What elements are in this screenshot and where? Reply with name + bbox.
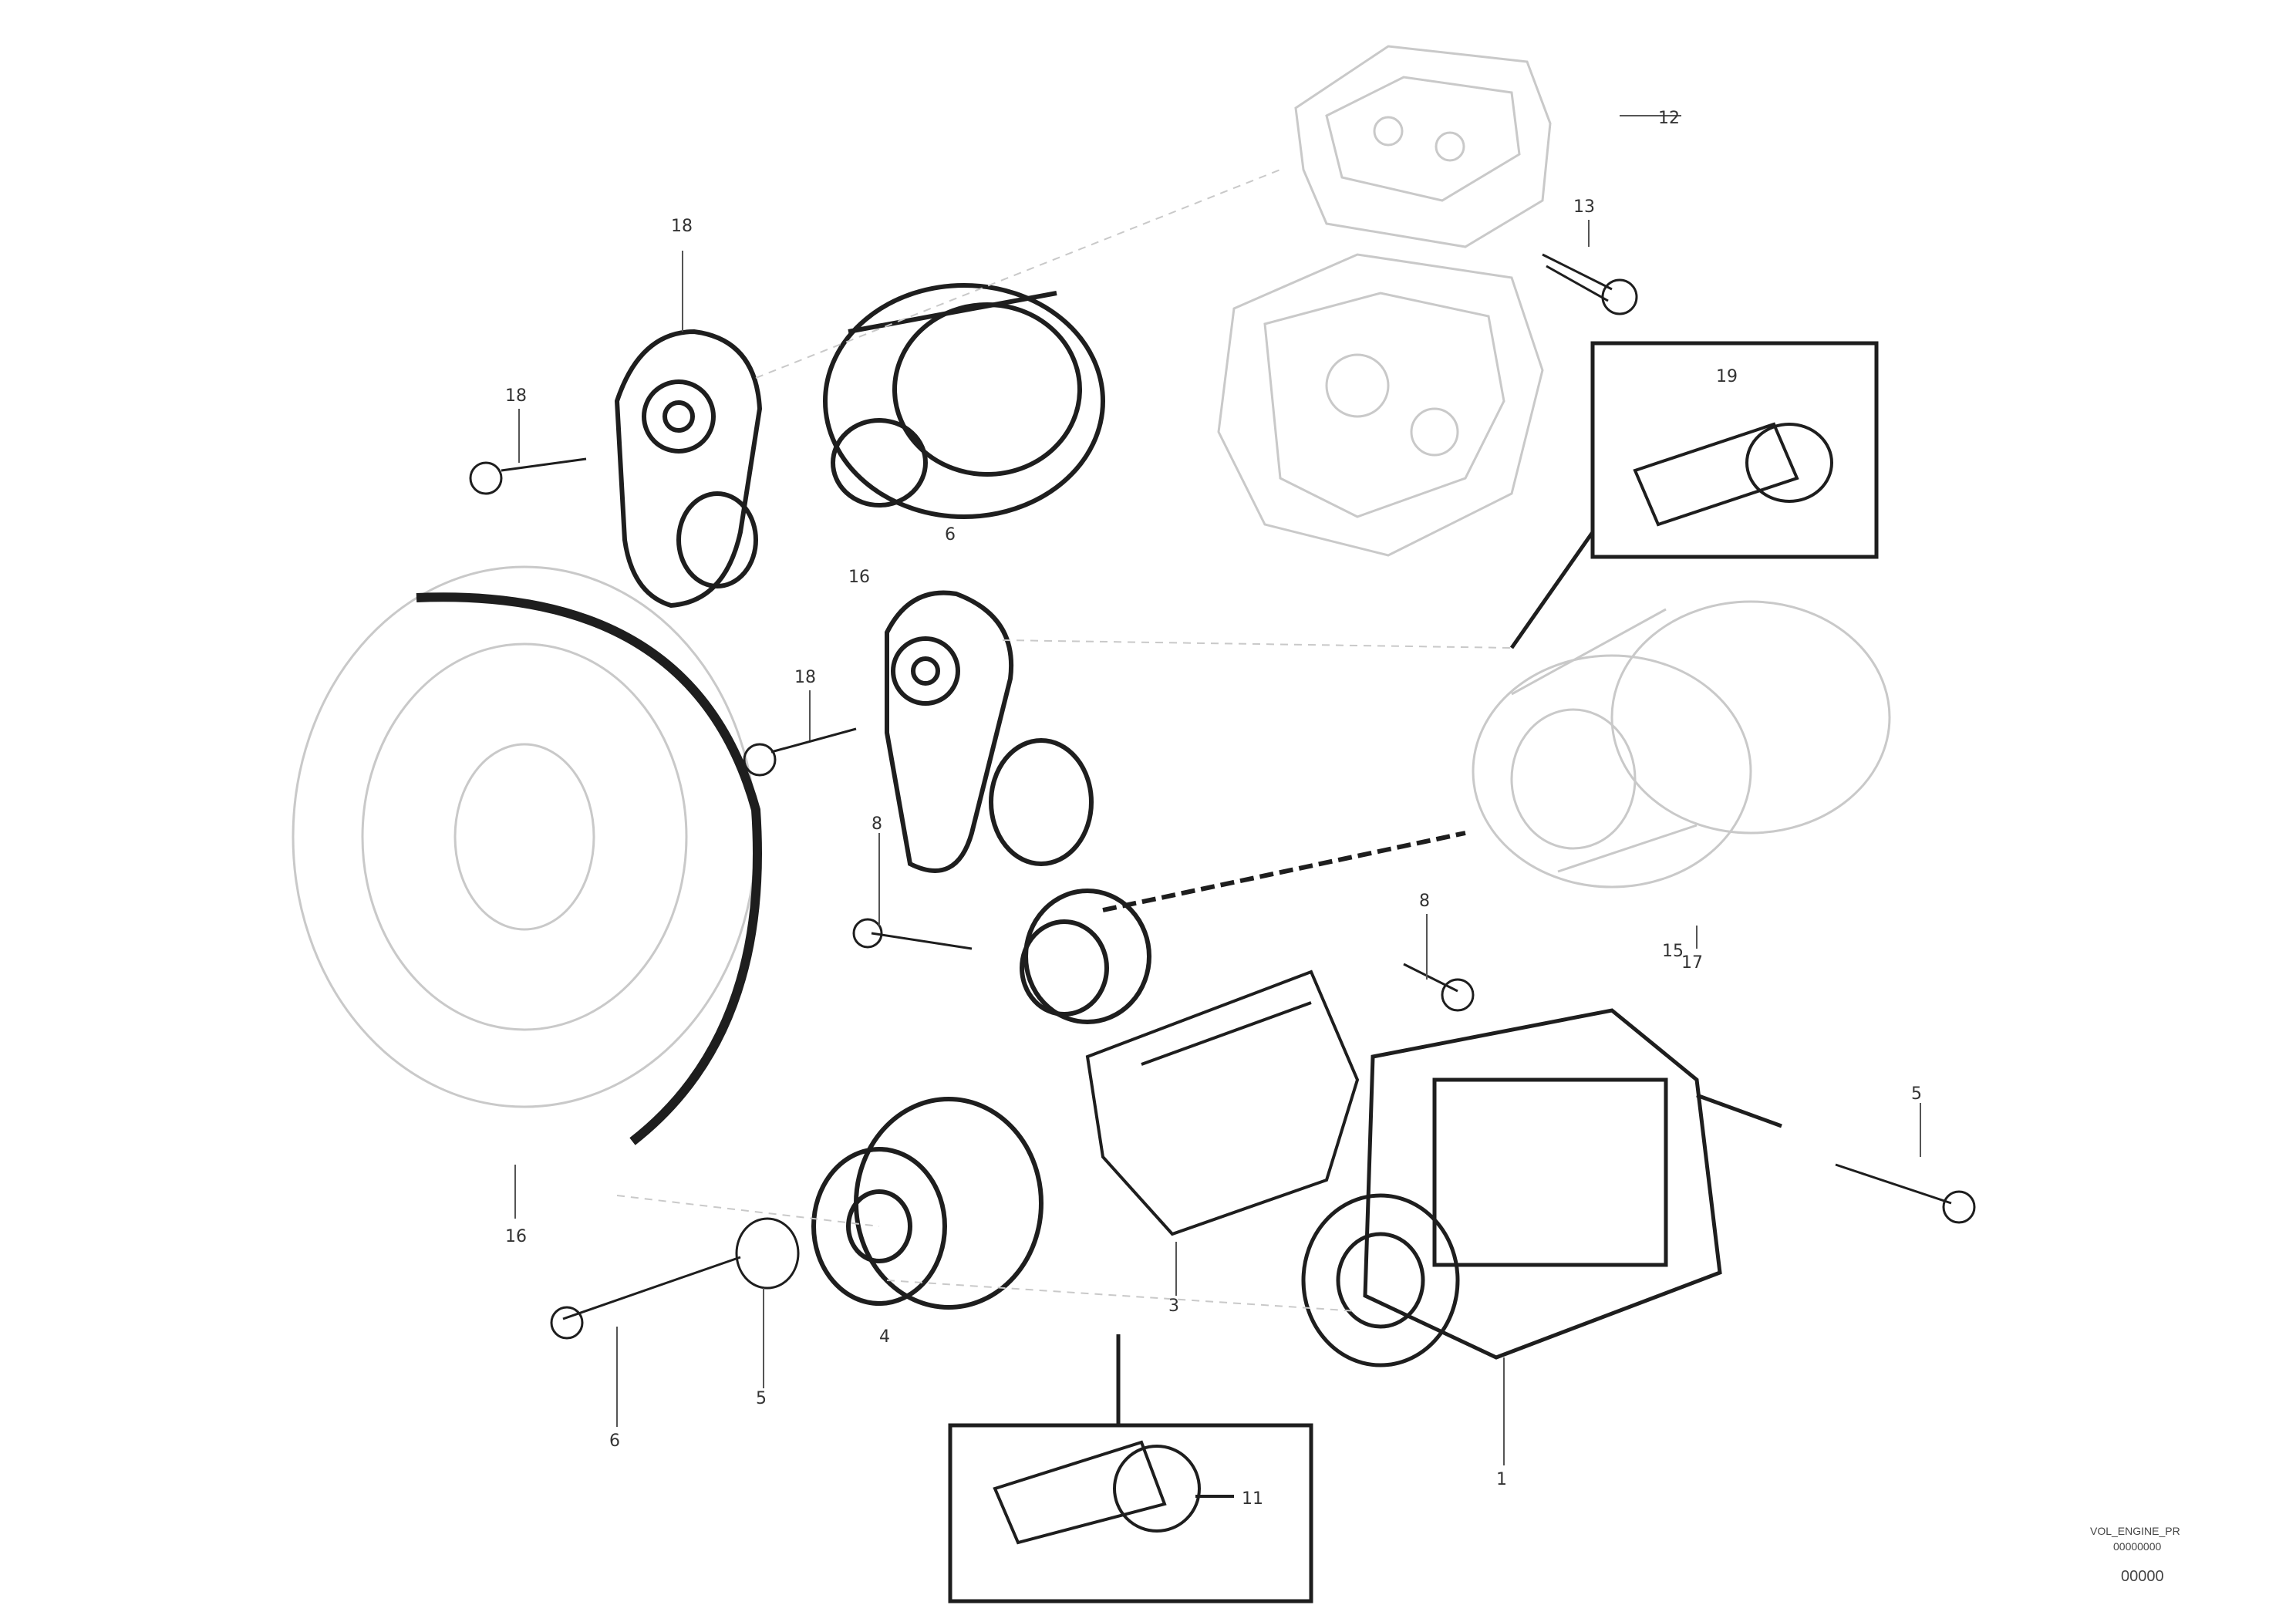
callout-19: 19 (1716, 367, 1738, 386)
callout-4: 4 (879, 1327, 890, 1347)
callout-5: 5 (756, 1389, 767, 1408)
engine-bracket-faded (1217, 45, 1552, 557)
callout-18-middle: 18 (794, 668, 816, 687)
alignment-lines (616, 169, 1512, 1312)
callout-17: 17 (1681, 953, 1703, 973)
callout-1: 1 (1496, 1470, 1507, 1489)
flywheel-rim (416, 592, 762, 1145)
callout-3: 3 (1168, 1297, 1179, 1316)
callout-11: 11 (1242, 1489, 1263, 1509)
idler-pulley-8 (1020, 889, 1151, 1024)
callout-16-upper: 16 (848, 568, 870, 587)
callout-6-upper: 6 (945, 525, 956, 545)
inset-box-belt-lower (948, 1423, 1313, 1603)
drawing-ref-number: 00000 (2121, 1568, 2164, 1585)
callout-8-right: 8 (1419, 892, 1430, 911)
inset-box-belt-upper (1590, 341, 1879, 559)
drawing-code: VOL_ENGINE_PR (2090, 1525, 2180, 1537)
tensioner-upper (614, 329, 763, 609)
callout-13: 13 (1573, 197, 1595, 217)
callout-5-right: 5 (1911, 1084, 1922, 1104)
washer-5 (735, 1217, 800, 1290)
callout-12: 12 (1658, 109, 1680, 128)
ac-compressor (1301, 1008, 1782, 1367)
bolt-13 (1542, 253, 1638, 315)
leader-lines (514, 115, 1921, 1465)
callout-18-left: 18 (505, 386, 527, 406)
belt-path (1102, 831, 1466, 912)
tensioner-middle (885, 590, 1094, 873)
drawing-code-line2: 00000000 (2113, 1540, 2162, 1553)
flywheel-faded (292, 565, 757, 1108)
callout-15: 15 (1662, 942, 1684, 961)
alternator-faded (1472, 600, 1891, 889)
inset-upper-pointer (1509, 531, 1595, 649)
inset-lower-belt-section (993, 1440, 1234, 1545)
callout-18-upper: 18 (671, 217, 693, 236)
mounting-bracket-3 (1085, 969, 1360, 1236)
callout-6-lower: 6 (609, 1431, 620, 1451)
crank-pulley-4 (811, 1097, 1043, 1310)
idler-pulley-upper (823, 283, 1105, 519)
inset-upper-belt-section (1633, 422, 1833, 527)
callout-16-flywheel: 16 (505, 1227, 527, 1246)
callout-8-left: 8 (872, 814, 882, 834)
bolts (469, 457, 1976, 1340)
